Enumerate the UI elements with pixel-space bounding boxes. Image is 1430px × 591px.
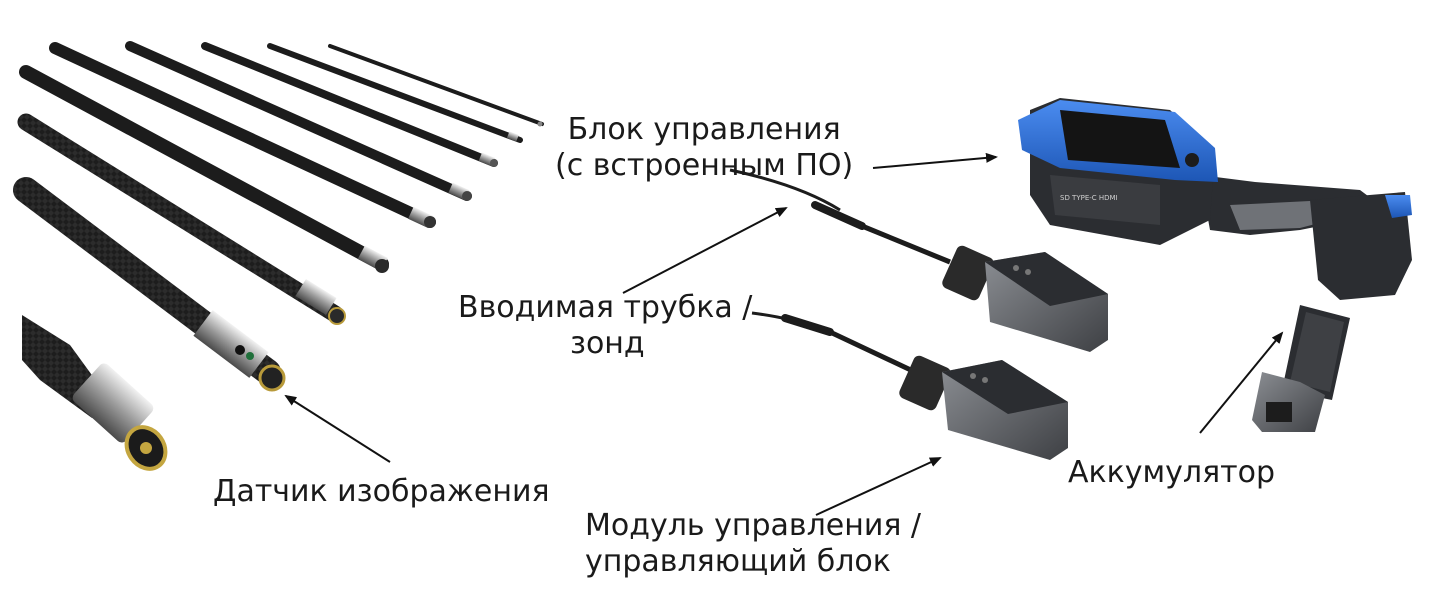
probe-8 [13, 177, 286, 392]
arrow-image-sensor [284, 394, 391, 463]
arrow-control-unit [872, 152, 998, 169]
probe-label-line1: Вводимая трубка / [458, 290, 753, 325]
probe-2 [267, 43, 523, 143]
probe-4 [125, 41, 472, 201]
image-sensor-label: Датчик изображения [213, 474, 550, 510]
svg-text:SD TYPE-C HDMI: SD TYPE-C HDMI [1060, 194, 1118, 202]
arrow-battery [1199, 331, 1284, 434]
control-unit-label-line2: (с встроенным ПО) [555, 148, 854, 183]
battery-pack-illustration [1252, 305, 1350, 432]
probe-1 [328, 44, 544, 127]
articulation-module-label-line2: управляющий блок [585, 544, 891, 579]
probe-3 [201, 42, 498, 167]
probe-label: Вводимая трубка / зонд [458, 290, 752, 362]
arrow-probe [622, 207, 788, 294]
handheld-videoscope-illustration: SD TYPE-C HDMI [1018, 98, 1412, 300]
probe-set-illustration [13, 41, 544, 471]
probe-9 [22, 315, 168, 471]
probe-5 [49, 42, 436, 228]
articulation-module-label-line1: Модуль управления / [585, 508, 922, 543]
probe-label-line2: зонд [570, 326, 645, 361]
callout-arrows [284, 152, 1284, 516]
probe-7 [17, 113, 346, 325]
battery-label-line1: Аккумулятор [1068, 455, 1275, 490]
articulation-module-upper [942, 245, 1108, 352]
articulation-module-lower [899, 355, 1068, 460]
articulation-module-label: Модуль управления / управляющий блок [585, 508, 921, 580]
probe-6 [19, 65, 389, 273]
control-unit-label: Блок управления (с встроенным ПО) [555, 112, 853, 184]
image-sensor-label-line1: Датчик изображения [213, 474, 550, 509]
battery-label: Аккумулятор [1068, 455, 1275, 491]
arrow-module [815, 457, 942, 516]
articulation-module-illustration [729, 168, 1108, 460]
control-unit-label-line1: Блок управления [567, 112, 841, 147]
